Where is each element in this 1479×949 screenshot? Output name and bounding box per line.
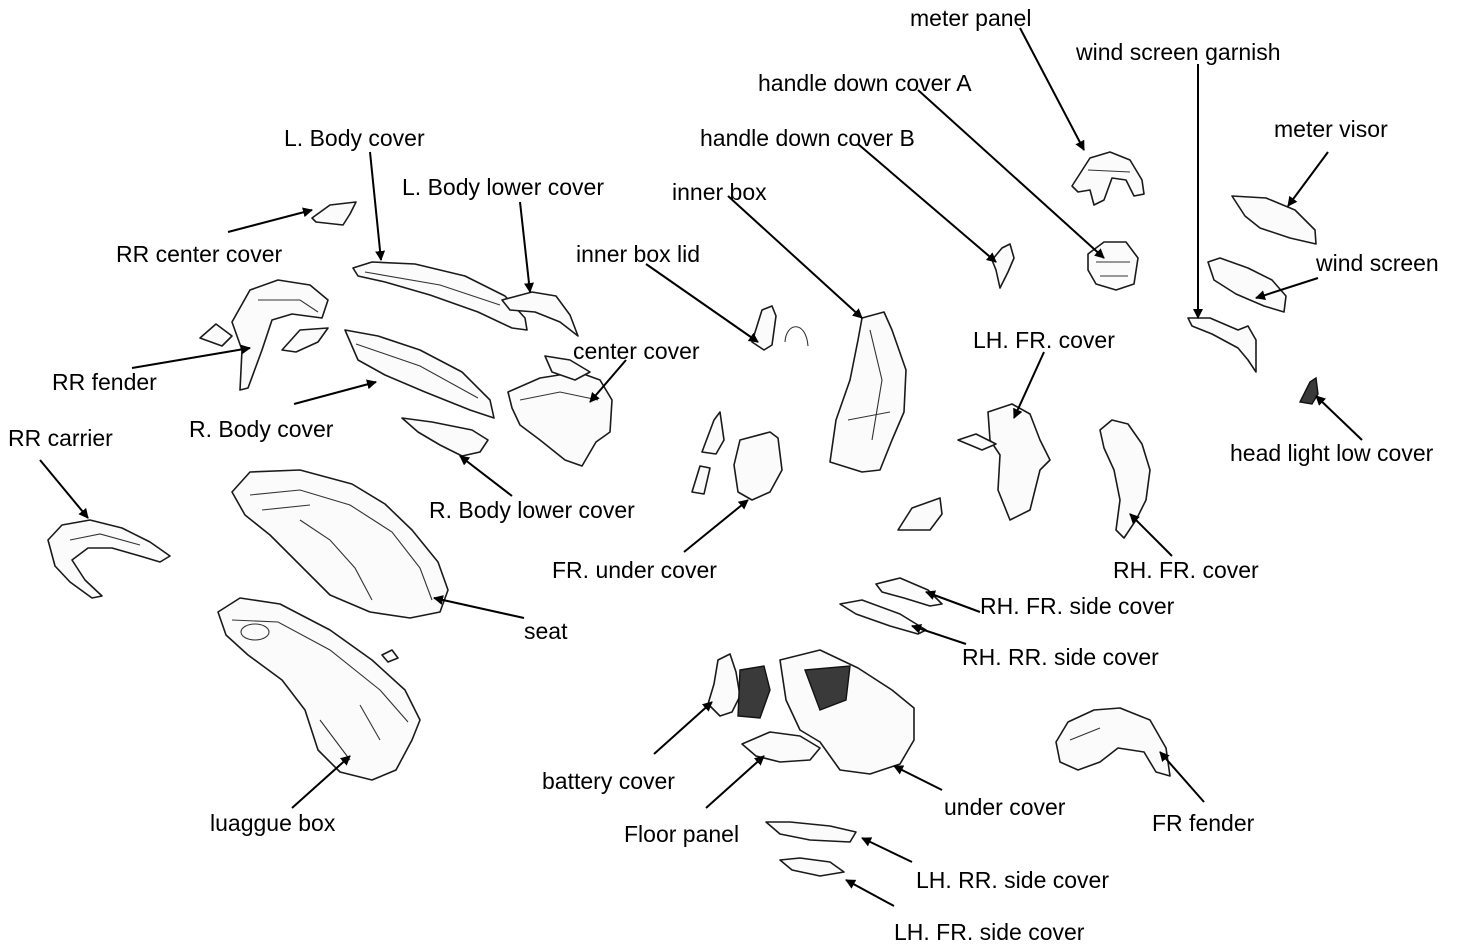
rh-fr-side-cover-part	[876, 578, 942, 606]
label-battery-cover: battery cover	[542, 768, 675, 794]
label-floor-panel: Floor panel	[624, 821, 739, 847]
label-l-body-cover: L. Body cover	[284, 125, 425, 151]
label-wind-screen: wind screen	[1315, 250, 1439, 276]
l-body-cover-part	[353, 262, 527, 330]
leader-rh-rr-side-cover	[912, 626, 966, 644]
label-lh-fr-cover: LH. FR. cover	[973, 327, 1115, 353]
leader-lh-rr-side-cover	[862, 838, 912, 862]
leader-battery-cover	[654, 702, 712, 754]
label-luaggue-box: luaggue box	[210, 810, 336, 836]
leader-handle-down-cover-a	[918, 90, 1104, 258]
center-cover-part	[508, 372, 612, 466]
leader-rr-carrier	[40, 460, 88, 518]
leader-fr-fender	[1160, 752, 1204, 802]
label-rr-carrier: RR carrier	[8, 425, 113, 451]
label-wind-screen-garnish: wind screen garnish	[1075, 39, 1281, 65]
r-body-cover-part	[345, 330, 494, 418]
lh-rr-side-cover-part	[766, 822, 856, 842]
leader-handle-down-cover-b	[858, 144, 996, 262]
label-inner-box-lid: inner box lid	[576, 241, 700, 267]
leader-rh-fr-cover	[1130, 514, 1172, 556]
leader-floor-panel	[706, 756, 764, 808]
wind-screen-part	[1208, 258, 1286, 312]
wind-screen-garnish-part	[1188, 318, 1256, 372]
floor-panel-part	[742, 732, 820, 762]
fr-fender-part	[1056, 708, 1170, 776]
rr-carrier-part	[48, 520, 170, 598]
leader-rr-center-cover	[228, 210, 312, 232]
leader-meter-visor	[1288, 152, 1328, 206]
seat-part	[232, 470, 448, 618]
label-fr-under-cover: FR. under cover	[552, 557, 717, 583]
label-rh-fr-side-cover: RH. FR. side cover	[980, 593, 1175, 619]
label-handle-down-cover-a: handle down cover A	[758, 70, 972, 96]
label-head-light-low-cover: head light low cover	[1230, 440, 1434, 466]
leader-l-body-lower-cover	[520, 202, 530, 292]
leader-under-cover	[894, 766, 942, 790]
leader-r-body-cover	[294, 382, 376, 404]
label-fr-fender: FR fender	[1152, 810, 1255, 836]
handle-down-cover-b-part	[992, 244, 1014, 288]
label-rr-fender: RR fender	[52, 369, 157, 395]
leader-lh-fr-side-cover	[846, 880, 894, 906]
label-rr-center-cover: RR center cover	[116, 241, 283, 267]
leader-fr-under-cover	[684, 500, 748, 552]
rh-rr-side-cover-part	[840, 600, 926, 634]
lh-fr-side-cover-part	[780, 858, 844, 876]
inner-box-part	[830, 312, 906, 472]
lh-fr-cover-part	[988, 404, 1050, 520]
meter-panel-part	[1072, 152, 1144, 205]
label-inner-box: inner box	[672, 179, 767, 205]
label-under-cover: under cover	[944, 794, 1066, 820]
label-rh-rr-side-cover: RH. RR. side cover	[962, 644, 1159, 670]
battery-cover-part	[708, 654, 740, 716]
label-r-body-lower-cover: R. Body lower cover	[429, 497, 635, 523]
rh-fr-cover-part	[1100, 420, 1150, 538]
head-light-low-cover-part	[1300, 378, 1318, 404]
rr-center-cover-part	[312, 202, 356, 225]
part-labels: meter panel wind screen garnish handle d…	[8, 5, 1439, 945]
label-handle-down-cover-b: handle down cover B	[700, 125, 915, 151]
leader-lh-fr-cover	[1014, 352, 1044, 418]
label-seat: seat	[524, 618, 568, 644]
leader-seat	[434, 598, 524, 618]
r-body-lower-cover-part	[402, 418, 488, 456]
label-lh-rr-side-cover: LH. RR. side cover	[916, 867, 1109, 893]
label-rh-fr-cover: RH. FR. cover	[1113, 557, 1259, 583]
label-meter-visor: meter visor	[1274, 116, 1388, 142]
leader-rr-fender	[132, 348, 250, 368]
leader-head-light-low-cover	[1316, 396, 1362, 440]
label-center-cover: center cover	[573, 338, 700, 364]
label-lh-fr-side-cover: LH. FR. side cover	[894, 919, 1085, 945]
leader-r-body-lower-cover	[460, 456, 512, 496]
label-r-body-cover: R. Body cover	[189, 416, 334, 442]
meter-visor-part	[1232, 196, 1316, 244]
inner-box-lid-part	[752, 306, 776, 350]
leader-l-body-cover	[370, 152, 381, 260]
leader-inner-box-lid	[646, 264, 758, 342]
fr-under-cover-part	[734, 432, 782, 500]
leader-meter-panel	[1020, 28, 1084, 150]
label-meter-panel: meter panel	[910, 5, 1031, 31]
leader-inner-box	[728, 196, 862, 318]
label-l-body-lower-cover: L. Body lower cover	[402, 174, 604, 200]
leader-luaggue-box	[292, 756, 350, 808]
